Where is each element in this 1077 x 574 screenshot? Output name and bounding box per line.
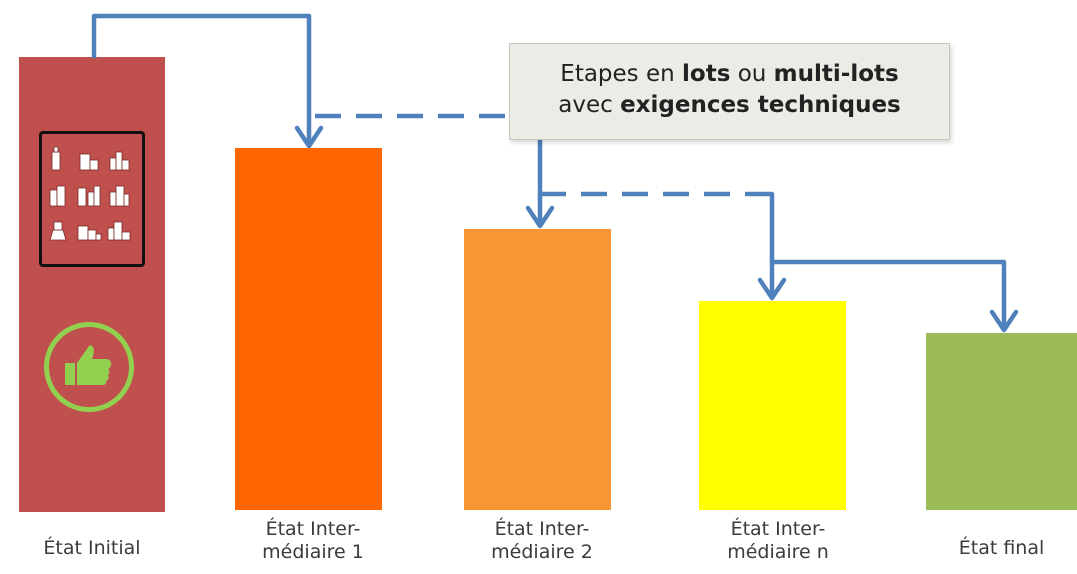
state-label-intermediate-n: État Inter- médiaire n bbox=[727, 518, 829, 563]
callout-box: Etapes en lots ou multi-lots avec exigen… bbox=[509, 43, 950, 140]
state-bar-intermediate-1 bbox=[235, 148, 382, 510]
state-label-initial: État Initial bbox=[43, 537, 141, 559]
callout-line-1: Etapes en lots ou multi-lots bbox=[560, 61, 899, 87]
thumbs-up-icon bbox=[44, 322, 134, 412]
callout-line-2: avec exigences techniques bbox=[558, 92, 901, 118]
state-label-intermediate-2: État Inter- médiaire 2 bbox=[491, 518, 593, 563]
state-label-final: État final bbox=[958, 537, 1045, 559]
state-label-intermediate-1: État Inter- médiaire 1 bbox=[262, 518, 364, 563]
state-bar-intermediate-2 bbox=[464, 229, 611, 510]
state-bar-final bbox=[926, 333, 1077, 510]
buildings-icon bbox=[39, 131, 145, 267]
state-bar-intermediate-n bbox=[699, 301, 846, 510]
